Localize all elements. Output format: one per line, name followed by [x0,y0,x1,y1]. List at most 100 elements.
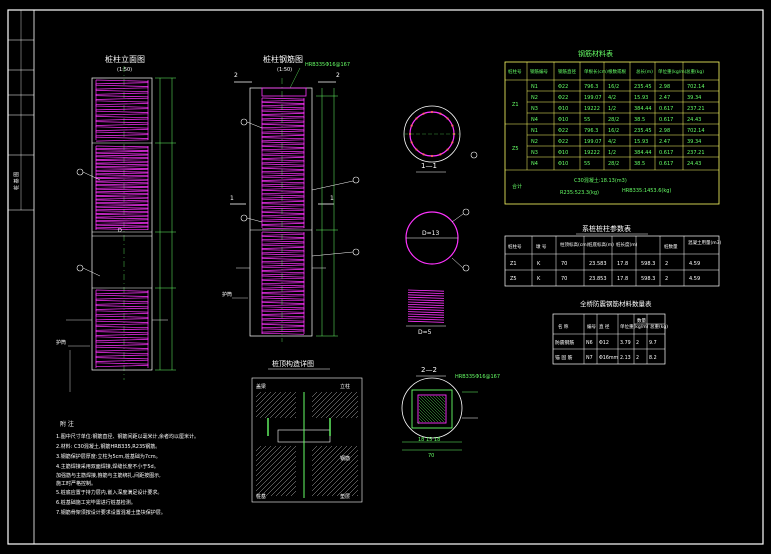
params-cell: 4.59 [689,276,700,282]
bar-dot [446,148,449,151]
material-cell: N6 [586,340,593,346]
rebar-th-6: 单位重(kg/m) [658,68,687,75]
note-5: 加强筋与主筋焊接,箍筋与主筋绑扎,间距按图示, [56,472,161,479]
rebar-table-grid [505,62,719,171]
rebar-cell: 15.93 [634,139,648,145]
bar-dot [451,141,454,144]
rebar-cell: 2.98 [659,84,670,90]
rebar-cell: 55 [584,117,590,123]
rebar-th-3: 单根长(cm) [584,68,608,75]
params-cell: 598.3 [641,261,655,267]
rebar-cell: 237.21 [687,150,705,156]
rebar-total-line2: HRB335:1453.6(kg) [622,188,671,194]
note-9: 7.钢筋骨架须按设计要求设置混凝土垫块保护层。 [56,509,166,516]
rebar-cell: 19222 [584,150,600,156]
section-2-right: 2 [336,72,340,79]
rebar-cell: 2.47 [659,95,670,101]
rebar-cell: 796.3 [584,128,598,134]
title-block-label: 桩 基 图 [13,172,20,190]
bar-dot [451,124,454,127]
rebar-cell: Φ10 [558,161,568,167]
params-cell: 598.3 [641,276,655,282]
rebar-th-2: 钢筋直径 [558,68,576,75]
material-table-title: 全桥防震钢筋材料数量表 [580,299,652,308]
section-1-1-bar-dots [408,110,456,158]
rebar-cell: Φ10 [558,150,568,156]
params-cell: K [537,276,541,282]
elevation-d-label: D [118,228,122,234]
rebar-cell: Φ22 [558,95,568,101]
material-table: 全桥防震钢筋材料数量表 名 称 编号 直 径 单位重(kg/m) 数量 总重(k… [552,299,668,365]
construction-title: 桩顶构造详图 [272,359,314,368]
elevation-scale: (1:50) [117,67,132,73]
params-th-2: 柱顶标高(cm) [560,241,589,248]
params-cell: K [537,261,541,267]
elevation-spiral-mid [95,145,149,231]
rebar-cell: N1 [531,84,538,90]
rebar-callout: HRB335Φ16@167 [305,62,350,68]
rebar-scale: (1:50) [277,67,292,73]
elevation-title: 桩柱立面图 [105,54,145,64]
params-cell: 2 [665,276,668,282]
bar-dot [430,110,434,114]
title-block: 桩 基 图 [8,10,35,544]
elevation-spiral-top [95,79,149,142]
section-2-left: 2 [234,72,238,79]
construction-label-2: 立柱 [340,383,350,390]
rebar-cell: 2.98 [659,128,670,134]
note-2: 2.材料: C30混凝土,钢筋HRB335,R235钢筋。 [56,443,160,450]
elevation-view: 桩柱立面图 (1:50) D 护筒 [56,54,176,392]
rebar-cell: N2 [531,139,538,145]
section-2-2-total: 70 [428,453,434,459]
construction-label-3: 钢筋 [340,455,350,462]
rebar-cell: 384.44 [634,106,652,112]
params-th-1: 墩 号 [536,243,547,250]
section-2-2-callout: HRB335Φ16@167 [455,374,500,380]
rebar-cell: 0.617 [659,150,673,156]
rebar-cell: 16/2 [608,84,619,90]
params-table: 系桩桩柱参数表 桩柱号 墩 号 柱顶标高(cm) 桩底标高(m) 桩长度(m) … [504,224,722,287]
section-2-2-dims: 18 15 18 [418,437,440,443]
rebar-table-title: 钢筋材料表 [578,49,613,58]
rebar-cell: 4/2 [608,139,616,145]
material-th-1: 编号 [587,323,596,330]
rebar-group-0-pier: Z1 [512,102,519,108]
rebar-title: 桩柱钢筋图 [263,54,303,64]
rebar-th-4: 根数或根 [608,68,626,75]
params-th-0: 桩柱号 [508,243,522,250]
params-th-5: 桩数量 [664,243,678,250]
material-cell: 3.79 [620,340,631,346]
rebar-cell: 384.44 [634,150,652,156]
note-1: 1.图中尺寸单位:钢筋直径、钢筋间距以毫米计,余者均以厘米计。 [56,433,199,440]
rebar-th-7: 总重(kg) [686,68,704,75]
params-cell: 70 [561,276,567,282]
material-cell: 2.13 [620,355,631,361]
material-cell: 8.2 [649,355,657,361]
rebar-cell: 24.43 [687,161,701,167]
material-th-2: 直 径 [599,323,610,330]
bar-dot [422,153,425,156]
rebar-total-line3: R235:523.3(kg) [560,190,599,196]
params-cell: 4.59 [689,261,700,267]
params-table-title: 系桩桩柱参数表 [582,224,631,233]
rebar-cell: Φ10 [558,117,568,123]
rebar-th-1: 钢筋编号 [530,68,548,75]
section-1-1-label: 1—1 [421,162,437,170]
material-th-5: 总重(kg) [650,323,668,330]
params-cell: Z5 [510,276,517,282]
material-cell: 2 [636,340,639,346]
rebar-cell: 702.14 [687,84,705,90]
rebar-cell: 55 [584,161,590,167]
rebar-cell: 796.3 [584,84,598,90]
rebar-th-0: 桩柱号 [508,68,522,75]
rebar-anchor-label: 护筒 [222,291,232,298]
material-cell: 9.7 [649,340,657,346]
rebar-cell: 38.5 [634,161,645,167]
section-2-2-label: 2—2 [421,366,437,374]
rebar-cell: 28/2 [608,161,619,167]
elevation-spiral-bot [95,289,149,368]
bar-dot [415,148,418,151]
rebar-cell: 39.34 [687,139,701,145]
